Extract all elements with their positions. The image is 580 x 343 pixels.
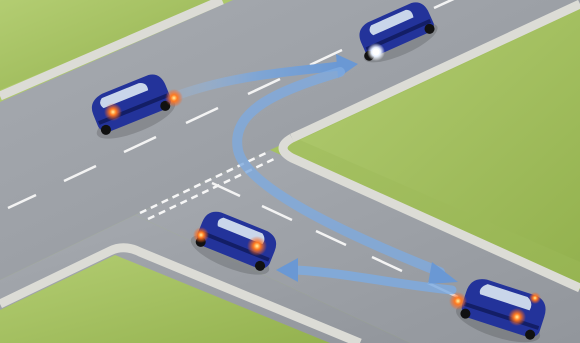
indicator-light-icon <box>193 227 209 243</box>
indicator-light-icon <box>508 308 526 326</box>
indicator-light-icon <box>529 292 541 304</box>
headlight-icon <box>373 49 380 56</box>
indicator-light-icon <box>247 236 267 256</box>
indicator-light-icon <box>104 103 122 121</box>
indicator-light-icon <box>449 292 467 310</box>
indicator-light-icon <box>165 89 183 107</box>
